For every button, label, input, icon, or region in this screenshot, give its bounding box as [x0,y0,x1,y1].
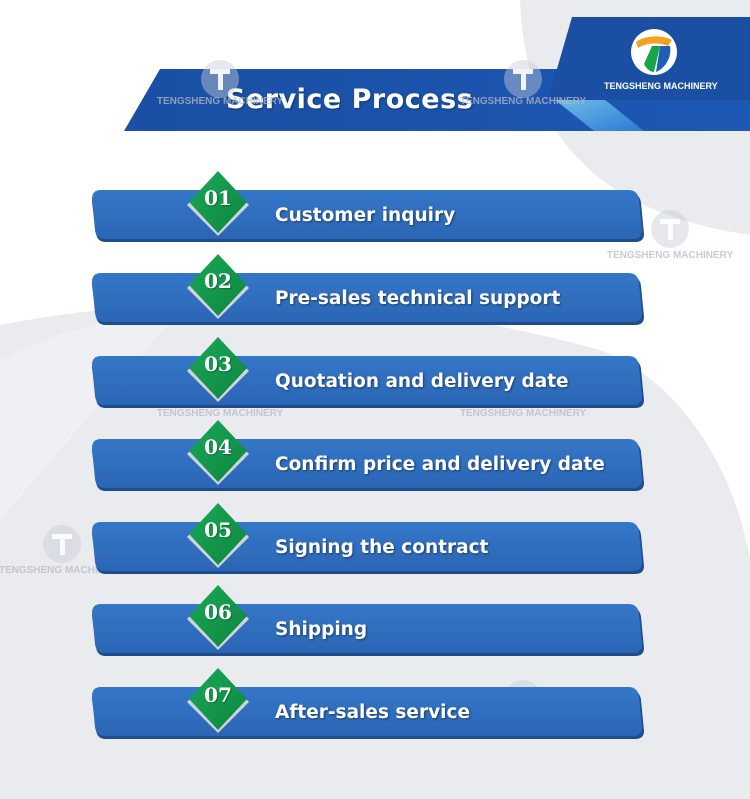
step-number: 06 [204,600,232,624]
step-1: 01 Customer inquiry [92,171,644,246]
step-number: 04 [204,435,232,459]
step-number: 02 [204,269,232,293]
step-label: Confirm price and delivery date [275,453,605,475]
step-number-diamond [187,503,249,568]
step-number-diamond [187,585,249,650]
page-title: Service Process [226,84,474,115]
step-number: 03 [204,352,232,376]
step-number: 07 [204,683,232,707]
step-number-diamond [187,254,249,319]
step-5: 05 Signing the contract [92,503,644,578]
step-number-diamond [187,420,249,485]
step-number: 05 [204,518,232,542]
step-label: After-sales service [275,701,470,723]
step-bar [92,604,644,656]
step-number-diamond [187,337,249,402]
brand-logo-text: TENGSHENG MACHINERY [604,81,718,91]
step-number-diamond [187,171,249,236]
step-number-diamond [187,668,249,733]
step-6: 06 Shipping [92,585,644,660]
step-4: 04 Confirm price and delivery date [92,420,644,495]
step-3: 03 Quotation and delivery date [92,337,644,412]
step-label: Quotation and delivery date [275,370,569,392]
step-7: 07 After-sales service [92,668,644,743]
step-label: Customer inquiry [275,204,456,226]
step-label: Pre-sales technical support [275,287,561,309]
step-label: Shipping [275,618,368,640]
brand-logo [631,29,677,75]
step-2: 02 Pre-sales technical support [92,254,644,329]
step-label: Signing the contract [275,536,489,558]
step-number: 01 [204,186,232,210]
